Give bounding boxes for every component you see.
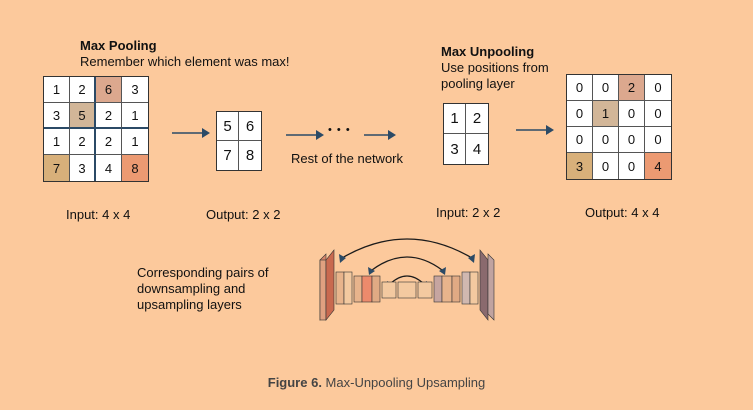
figure-title: Max-Unpooling Upsampling bbox=[321, 375, 486, 390]
grid-cell: 0 bbox=[593, 127, 619, 153]
max-pooling-title: Max Pooling bbox=[80, 38, 157, 53]
encoder-decoder-diagram bbox=[319, 238, 495, 321]
grid-cell: 3 bbox=[70, 155, 96, 181]
ellipsis: • • • bbox=[328, 124, 351, 136]
grid-cell: 3 bbox=[44, 103, 70, 129]
grid-cell: 3 bbox=[567, 153, 593, 179]
grid-cell: 1 bbox=[444, 104, 466, 134]
max-unpooling-subtitle-1: Use positions from bbox=[441, 60, 549, 75]
dotted-arrow-icon bbox=[286, 130, 396, 140]
grid-cell: 2 bbox=[70, 129, 96, 155]
grid-cell: 3 bbox=[444, 134, 466, 164]
rest-of-network-label: Rest of the network bbox=[291, 151, 403, 166]
grid-cell: 5 bbox=[70, 103, 96, 129]
figure-number: Figure 6. bbox=[267, 375, 322, 390]
grid-cell: 0 bbox=[619, 153, 645, 179]
grid-cell: 0 bbox=[593, 153, 619, 179]
unpooling-input-label: Input: 2 x 2 bbox=[436, 205, 501, 220]
grid-cell: 2 bbox=[466, 104, 488, 134]
max-unpooling-subtitle-2: pooling layer bbox=[441, 76, 515, 91]
max-pooling-subtitle: Remember which element was max! bbox=[80, 54, 290, 69]
grid-cell: 0 bbox=[567, 127, 593, 153]
pairs-note-line1: Corresponding pairs of bbox=[137, 265, 269, 280]
pairs-note-line3: upsampling layers bbox=[137, 297, 242, 312]
grid-cell: 1 bbox=[593, 101, 619, 127]
grid-cell: 4 bbox=[645, 153, 671, 179]
grid-cell: 0 bbox=[593, 75, 619, 101]
grid-cell: 1 bbox=[44, 129, 70, 155]
grid-cell: 0 bbox=[567, 75, 593, 101]
max-unpooling-title: Max Unpooling bbox=[441, 44, 535, 59]
grid-cell: 4 bbox=[96, 155, 122, 181]
pooling-output-label: Output: 2 x 2 bbox=[206, 207, 281, 222]
grid-cell: 5 bbox=[217, 112, 239, 141]
arrow-right-icon bbox=[516, 125, 554, 135]
arrow-right-icon bbox=[172, 128, 210, 138]
grid-cell: 7 bbox=[44, 155, 70, 181]
grid-cell: 7 bbox=[217, 141, 239, 170]
grid-cell: 6 bbox=[239, 112, 261, 141]
pairs-note-line2: downsampling and bbox=[137, 281, 246, 296]
grid-cell: 3 bbox=[122, 77, 148, 103]
grid-cell: 1 bbox=[44, 77, 70, 103]
grid-cell: 2 bbox=[96, 129, 122, 155]
grid-cell: 4 bbox=[472, 140, 482, 158]
grid-cell: 8 bbox=[245, 147, 255, 164]
pooling-input-label: Input: 4 x 4 bbox=[66, 207, 131, 222]
grid-cell: 0 bbox=[619, 127, 645, 153]
grid-cell: 1 bbox=[122, 103, 148, 129]
grid-cell: 6 bbox=[96, 77, 122, 103]
grid-cell: 8 bbox=[122, 155, 148, 181]
grid-cell: 2 bbox=[619, 75, 645, 101]
figure-caption: Figure 6. Max-Unpooling Upsampling bbox=[0, 375, 753, 390]
grid-cell: 0 bbox=[619, 101, 645, 127]
grid-cell: 2 bbox=[70, 77, 96, 103]
grid-cell: 0 bbox=[645, 127, 671, 153]
grid-cell: 1 bbox=[122, 129, 148, 155]
unpooling-output-label: Output: 4 x 4 bbox=[585, 205, 660, 220]
grid-cell: 0 bbox=[567, 101, 593, 127]
grid-cell: 2 bbox=[96, 103, 122, 129]
grid-cell: 0 bbox=[645, 75, 671, 101]
grid-cell: 0 bbox=[645, 101, 671, 127]
